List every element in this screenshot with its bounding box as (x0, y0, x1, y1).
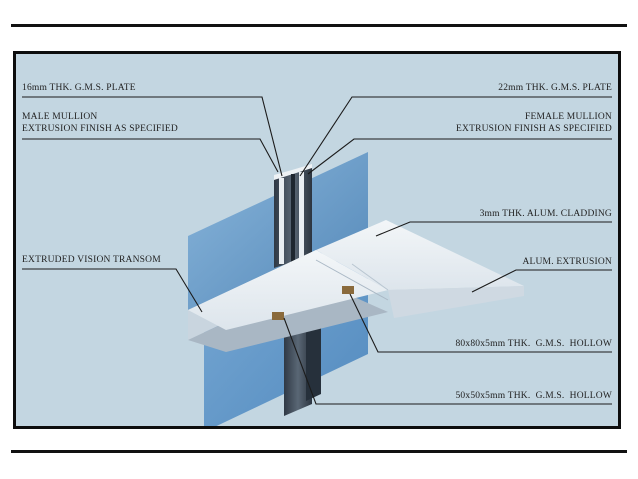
cladding-front-face (388, 286, 524, 318)
label-22mm-plate: 22mm THK. G.M.S. PLATE (498, 83, 612, 93)
label-50-hollow: 50x50x5mm THK. G.M.S. HOLLOW (455, 391, 612, 401)
mullion-cap (274, 164, 312, 180)
leader-hollow-50 (283, 317, 612, 405)
leader-female-mullion (307, 138, 612, 175)
extrusion-crease (351, 263, 389, 291)
label-vision-transom: EXTRUDED VISION TRANSOM (22, 255, 161, 265)
leader-male-mullion (22, 138, 279, 173)
label-male-mullion: MALE MULLION (22, 112, 98, 122)
diagram-frame: 16mm THK. G.M.S. PLATE MALE MULLION EXTR… (13, 51, 621, 429)
cladding-edge-line (315, 259, 389, 301)
label-alum-cladding: 3mm THK. ALUM. CLADDING (479, 209, 612, 219)
leader-cladding (375, 221, 612, 237)
label-female-mullion-finish: EXTRUSION FINISH AS SPECIFIED (456, 124, 612, 134)
label-female-mullion: FEMALE MULLION (525, 112, 612, 122)
leader-alum-extrusion (471, 269, 612, 293)
fixing-block-1 (272, 312, 284, 320)
mullion-core (291, 174, 295, 266)
leader-hollow-80 (349, 293, 612, 353)
transom-top (188, 250, 388, 330)
leader-plate-22 (299, 96, 612, 177)
label-alum-extrusion: ALUM. EXTRUSION (522, 257, 612, 267)
label-male-mullion-finish: EXTRUSION FINISH AS SPECIFIED (22, 124, 178, 134)
cladding-top-face (316, 220, 524, 290)
label-16mm-plate: 16mm THK. G.M.S. PLATE (22, 83, 136, 93)
mullion-plate-right (299, 172, 304, 258)
bottom-divider-rule (11, 450, 627, 453)
label-80-hollow: 80x80x5mm THK. G.M.S. HOLLOW (455, 339, 612, 349)
curtain-wall-illustration (22, 96, 612, 426)
fixing-block-2 (342, 286, 354, 294)
leader-transom (22, 268, 203, 313)
top-divider-rule (11, 24, 627, 27)
mullion-plate-left (279, 178, 284, 264)
leader-lines (22, 96, 612, 405)
leader-plate-16 (22, 96, 283, 177)
